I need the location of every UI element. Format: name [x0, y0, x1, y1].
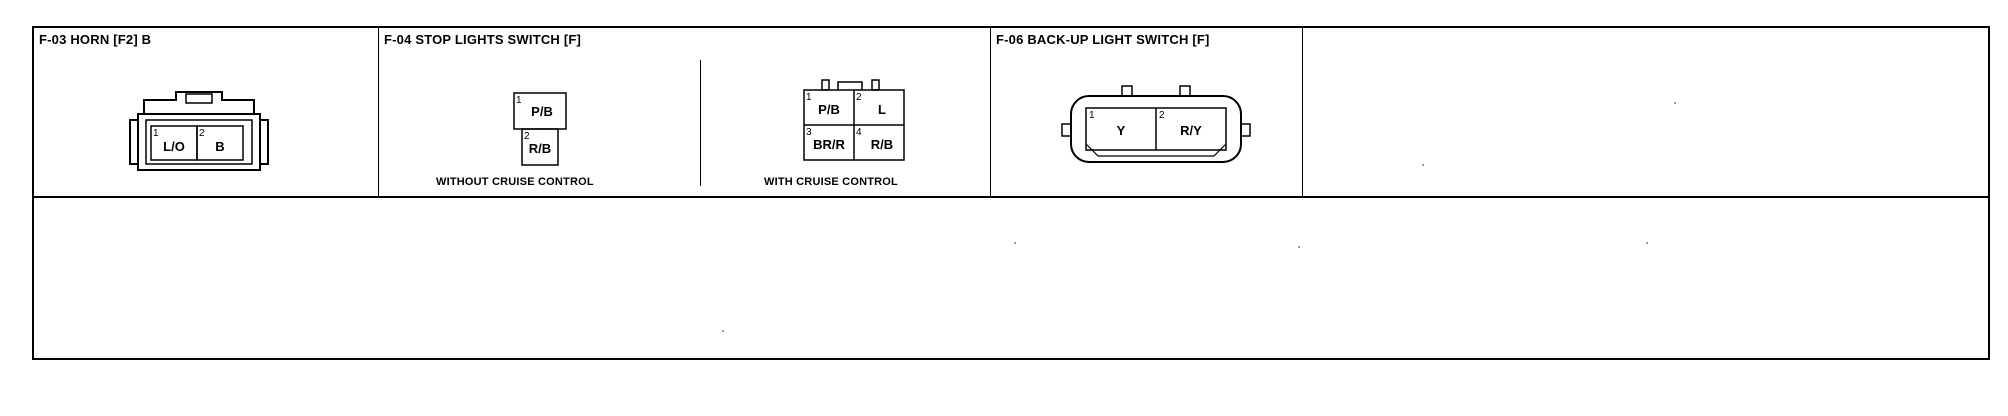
diagram-frame: F-03 HORN [F2] B 1 L/O 2 B F-04 STOP LIG…	[32, 26, 1990, 360]
scan-speck	[1422, 164, 1424, 166]
f03-wire-2: B	[215, 139, 224, 154]
f04a-wire-1: P/B	[531, 104, 553, 119]
cell-divider-2	[990, 28, 991, 196]
f06-wire-2: R/Y	[1180, 123, 1202, 138]
f04b-pin-4: 4	[856, 127, 862, 138]
f06-pin-1: 1	[1089, 110, 1095, 121]
f03-wire-1: L/O	[163, 139, 185, 154]
connector-title-f06: F-06 BACK-UP LIGHT SWITCH [F]	[996, 32, 1210, 47]
f04b-pin-2: 2	[856, 92, 862, 103]
connector-f04-without-drawing: 1 P/B 2 R/B	[513, 92, 567, 166]
f04b-wire-3: BR/R	[813, 137, 845, 152]
f03-pin-2: 2	[199, 128, 205, 139]
f04-caption-with: WITH CRUISE CONTROL	[764, 176, 898, 188]
scan-speck	[1674, 102, 1676, 104]
f04a-pin-1: 1	[516, 95, 522, 106]
f04a-wire-2: R/B	[529, 141, 551, 156]
cell-divider-3	[1302, 28, 1303, 196]
f04-caption-without: WITHOUT CRUISE CONTROL	[436, 176, 594, 188]
f04b-wire-1: P/B	[818, 102, 840, 117]
scan-speck	[1646, 242, 1648, 244]
scan-speck	[722, 330, 724, 332]
cell-divider-1	[378, 28, 379, 196]
variant-divider	[700, 60, 701, 186]
f04b-pin-1: 1	[806, 92, 812, 103]
f04b-wire-4: R/B	[871, 137, 893, 152]
f04a-pin-2: 2	[524, 131, 530, 142]
connector-f03-drawing: 1 L/O 2 B	[129, 91, 269, 171]
connector-title-f04: F-04 STOP LIGHTS SWITCH [F]	[384, 32, 582, 47]
f06-wire-1: Y	[1117, 123, 1126, 138]
f06-pin-2: 2	[1159, 110, 1165, 121]
connector-f04-with-drawing: 1 P/B 2 L 3 BR/R 4 R/B	[803, 79, 905, 161]
connector-f06-drawing: 1 Y 2 R/Y	[1061, 85, 1251, 163]
row-divider	[34, 196, 1988, 198]
f03-pin-1: 1	[153, 128, 159, 139]
connector-title-f03: F-03 HORN [F2] B	[39, 32, 152, 47]
f04b-pin-3: 3	[806, 127, 812, 138]
f04b-wire-2: L	[878, 102, 886, 117]
scan-speck	[1298, 246, 1300, 248]
scan-speck	[1014, 242, 1016, 244]
